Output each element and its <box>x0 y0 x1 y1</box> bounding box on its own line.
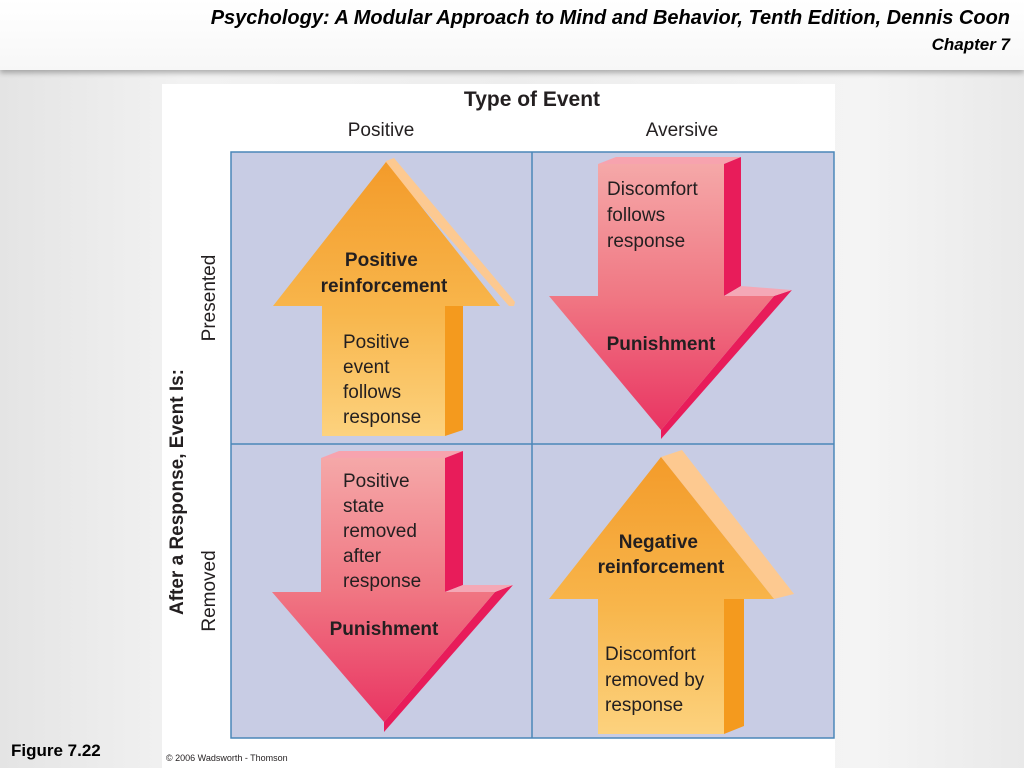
figure-label: Figure 7.22 <box>11 741 101 760</box>
negative-reinforcement-arrow: Negative reinforcement Discomfort remove… <box>549 450 794 734</box>
diagram-title: Type of Event <box>464 88 600 111</box>
col-header-positive: Positive <box>348 120 415 141</box>
row-axis-label: After a Response, Event Is: <box>167 369 188 615</box>
row-header-removed: Removed <box>199 550 220 631</box>
row-header-presented: Presented <box>199 255 220 342</box>
positive-reinforcement-desc: Positive event follows response <box>343 332 421 428</box>
positive-reinforcement-arrow: Positive reinforcement Positive event fo… <box>273 158 515 436</box>
copyright-notice: © 2006 Wadsworth - Thomson <box>166 753 288 763</box>
figure-panel: Type of Event Positive Aversive After a … <box>162 84 835 768</box>
punishment-presented-title: Punishment <box>607 334 716 355</box>
punishment-removed-title: Punishment <box>330 619 439 640</box>
chapter-label: Chapter 7 <box>931 35 1010 54</box>
punishment-presented-arrow: Discomfort follows response Punishment <box>549 157 792 439</box>
slide-title: Psychology: A Modular Approach to Mind a… <box>210 7 1010 29</box>
col-header-aversive: Aversive <box>646 120 719 141</box>
punishment-removed-desc: Positive state removed after response <box>343 471 422 592</box>
punishment-removed-arrow: Positive state removed after response Pu… <box>272 451 513 732</box>
punishment-presented-desc: Discomfort follows response <box>607 179 703 252</box>
negative-reinforcement-desc: Discomfort removed by response <box>605 644 710 716</box>
negative-reinforcement-title: Negative reinforcement <box>598 532 725 578</box>
reinforcement-punishment-diagram: Type of Event Positive Aversive After a … <box>166 88 835 763</box>
slide-header: Psychology: A Modular Approach to Mind a… <box>0 0 1024 70</box>
positive-reinforcement-title: Positive reinforcement <box>321 250 448 297</box>
